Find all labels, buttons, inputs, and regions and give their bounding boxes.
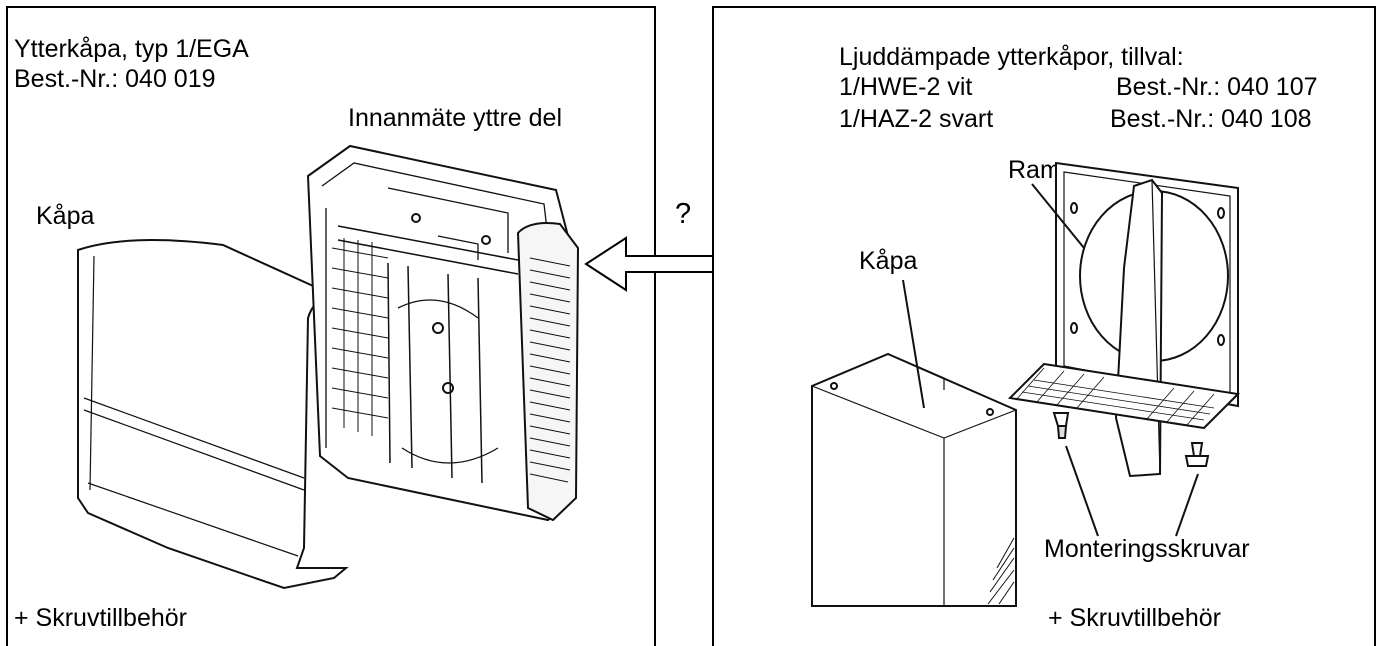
left-title-line1: Ytterkåpa, typ 1/EGA <box>14 35 249 63</box>
sound-damped-cover-illustration <box>811 161 1241 607</box>
left-title-line2: Best.-Nr.: 040 019 <box>14 65 216 93</box>
option1-name: 1/HWE-2 vit <box>839 73 973 101</box>
left-panel: Ytterkåpa, typ 1/EGA Best.-Nr.: 040 019 … <box>6 6 656 646</box>
label-cover-right: Kåpa <box>859 247 918 275</box>
right-panel: Ljuddämpade ytterkåpor, tillval: 1/HWE-2… <box>712 6 1376 646</box>
ega-cover-illustration <box>77 144 580 590</box>
label-cover-left: Kåpa <box>36 202 95 230</box>
label-screws: Monteringsskruvar <box>1044 535 1250 563</box>
question-mark: ? <box>675 198 692 230</box>
option2-code: Best.-Nr.: 040 108 <box>1110 105 1312 133</box>
label-inner-part: Innanmäte yttre del <box>348 104 563 132</box>
right-footer: + Skruvtillbehör <box>1048 604 1221 632</box>
left-footer: + Skruvtillbehör <box>14 604 187 632</box>
option1-code: Best.-Nr.: 040 107 <box>1116 73 1318 101</box>
option2-name: 1/HAZ-2 svart <box>839 105 994 133</box>
right-title: Ljuddämpade ytterkåpor, tillval: <box>839 43 1184 71</box>
label-frame: Ram <box>1008 156 1061 184</box>
